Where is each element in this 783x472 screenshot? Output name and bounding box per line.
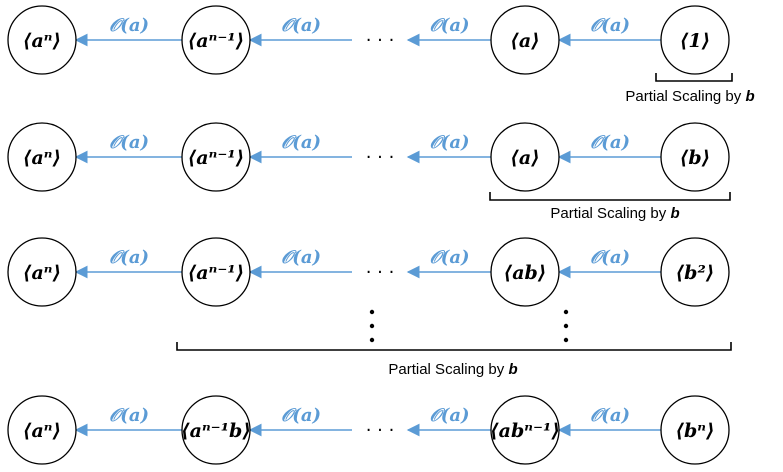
partial-scaling-var: b bbox=[670, 205, 679, 222]
vertical-dot bbox=[563, 323, 569, 329]
node-label: ⟨aⁿ⁻¹b⟩ bbox=[181, 420, 251, 442]
state-node: ⟨bⁿ⟩ bbox=[660, 395, 730, 465]
edge-label: 𝒪(a) bbox=[429, 405, 469, 426]
node-circle bbox=[181, 5, 251, 75]
edge-label: 𝒪(a) bbox=[590, 132, 630, 153]
node-label: ⟨1⟩ bbox=[680, 30, 711, 52]
node-label: ⟨a⟩ bbox=[510, 30, 540, 52]
node-circle bbox=[660, 5, 730, 75]
edge-label: 𝒪(a) bbox=[109, 405, 149, 426]
partial-scaling-label: Partial Scaling by b bbox=[388, 361, 517, 378]
edge-label: 𝒪(a) bbox=[429, 247, 469, 268]
edge-label: 𝒪(a) bbox=[109, 132, 149, 153]
state-node: ⟨b²⟩ bbox=[660, 237, 730, 307]
state-node: ⟨b⟩ bbox=[660, 122, 730, 192]
vertical-ellipsis bbox=[369, 309, 375, 343]
vertical-ellipsis bbox=[563, 309, 569, 343]
diagram-row: 𝒪(a) 𝒪(a) 𝒪(a) 𝒪(a) · · · ⟨aⁿ⟩ ⟨aⁿ⁻¹⟩ ⟨a⟩ ⟨b⟩ bbox=[7, 122, 730, 192]
node-circle bbox=[660, 122, 730, 192]
state-node: ⟨aⁿ⟩ bbox=[7, 122, 77, 192]
edge-label: 𝒪(a) bbox=[590, 405, 630, 426]
node-circle bbox=[490, 122, 560, 192]
state-node: ⟨1⟩ bbox=[660, 5, 730, 75]
node-label: ⟨aⁿ⟩ bbox=[23, 147, 61, 169]
rows-layer: 𝒪(a)𝒪(a)𝒪(a)𝒪(a)· · ·⟨aⁿ⟩⟨aⁿ⁻¹⟩⟨a⟩⟨1⟩𝒪(a… bbox=[7, 5, 730, 465]
state-node: ⟨a⟩ bbox=[490, 5, 560, 75]
state-node: ⟨aⁿ⁻¹⟩ bbox=[181, 122, 251, 192]
node-circle bbox=[181, 237, 251, 307]
node-label: ⟨abⁿ⁻¹⟩ bbox=[490, 420, 560, 442]
edge-label: 𝒪(a) bbox=[281, 405, 321, 426]
node-label: ⟨aⁿ⁻¹⟩ bbox=[188, 147, 245, 169]
state-node: ⟨abⁿ⁻¹⟩ bbox=[490, 395, 560, 465]
ellipsis: · · · bbox=[366, 262, 395, 283]
node-label: ⟨bⁿ⟩ bbox=[675, 420, 714, 442]
node-circle bbox=[490, 395, 560, 465]
node-circle bbox=[7, 122, 77, 192]
node-label: ⟨aⁿ⟩ bbox=[23, 30, 61, 52]
state-node: ⟨aⁿ⁻¹⟩ bbox=[181, 237, 251, 307]
partial-scaling-text: Partial Scaling by bbox=[625, 88, 745, 105]
vertical-dot bbox=[369, 323, 375, 329]
vertical-dot bbox=[563, 337, 569, 343]
partial-scaling-bracket: Partial Scaling by b bbox=[489, 192, 731, 222]
node-circle bbox=[7, 395, 77, 465]
edge-label: 𝒪(a) bbox=[429, 132, 469, 153]
node-circle bbox=[660, 237, 730, 307]
node-circle bbox=[181, 395, 251, 465]
node-circle bbox=[490, 5, 560, 75]
ellipsis: · · · bbox=[366, 147, 395, 168]
vertical-dot bbox=[369, 309, 375, 315]
partial-scaling-bracket: Partial Scaling by b bbox=[625, 73, 755, 105]
partial-scaling-bracket: Partial Scaling by b bbox=[176, 342, 732, 378]
diagram-row: 𝒪(a) 𝒪(a) 𝒪(a) 𝒪(a) · · · ⟨aⁿ⟩ ⟨aⁿ⁻¹⟩ ⟨a⟩ ⟨1⟩ bbox=[7, 5, 730, 75]
partial-scaling-var: b bbox=[745, 88, 754, 105]
edge-label: 𝒪(a) bbox=[590, 15, 630, 36]
edge-label: 𝒪(a) bbox=[281, 15, 321, 36]
partial-scaling-label: Partial Scaling by b bbox=[625, 88, 754, 105]
node-circle bbox=[660, 395, 730, 465]
bracket-line bbox=[655, 73, 733, 82]
edge-label: 𝒪(a) bbox=[590, 247, 630, 268]
partial-scaling-var: b bbox=[508, 361, 517, 378]
node-label: ⟨aⁿ⟩ bbox=[23, 420, 61, 442]
diagram-row: 𝒪(a) 𝒪(a) 𝒪(a) 𝒪(a) · · · ⟨aⁿ⟩ ⟨aⁿ⁻¹⟩ ⟨ab⟩ ⟨b²⟩ bbox=[7, 237, 730, 307]
partial-scaling-text: Partial Scaling by bbox=[388, 361, 508, 378]
node-label: ⟨aⁿ⁻¹⟩ bbox=[188, 262, 245, 284]
vertical-dot bbox=[563, 309, 569, 315]
node-label: ⟨aⁿ⁻¹⟩ bbox=[188, 30, 245, 52]
state-node: ⟨aⁿ⟩ bbox=[7, 237, 77, 307]
node-label: ⟨a⟩ bbox=[510, 147, 540, 169]
node-label: ⟨aⁿ⟩ bbox=[23, 262, 61, 284]
state-node: ⟨aⁿ⟩ bbox=[7, 5, 77, 75]
partial-scaling-text: Partial Scaling by bbox=[550, 205, 670, 222]
state-node: ⟨ab⟩ bbox=[490, 237, 560, 307]
vertical-dot bbox=[369, 337, 375, 343]
diagram-row: 𝒪(a) 𝒪(a) 𝒪(a) 𝒪(a) · · · ⟨aⁿ⟩ ⟨aⁿ⁻¹b⟩ ⟨abⁿ⁻¹⟩ ⟨… bbox=[7, 395, 730, 465]
state-node: ⟨aⁿ⁻¹b⟩ bbox=[181, 395, 251, 465]
edge-label: 𝒪(a) bbox=[281, 247, 321, 268]
node-circle bbox=[7, 237, 77, 307]
node-circle bbox=[490, 237, 560, 307]
edge-label: 𝒪(a) bbox=[109, 247, 149, 268]
node-circle bbox=[181, 122, 251, 192]
node-label: ⟨b⟩ bbox=[680, 147, 711, 169]
state-node: ⟨aⁿ⁻¹⟩ bbox=[181, 5, 251, 75]
ellipsis: · · · bbox=[366, 30, 395, 51]
edge-label: 𝒪(a) bbox=[109, 15, 149, 36]
edge-label: 𝒪(a) bbox=[429, 15, 469, 36]
bracket-line bbox=[489, 192, 731, 201]
node-circle bbox=[7, 5, 77, 75]
edge-label: 𝒪(a) bbox=[281, 132, 321, 153]
ellipsis: · · · bbox=[366, 420, 395, 441]
state-node: ⟨aⁿ⟩ bbox=[7, 395, 77, 465]
node-label: ⟨ab⟩ bbox=[504, 262, 547, 284]
state-node: ⟨a⟩ bbox=[490, 122, 560, 192]
partial-scaling-label: Partial Scaling by b bbox=[550, 205, 679, 222]
bracket-line bbox=[176, 342, 732, 351]
node-label: ⟨b²⟩ bbox=[676, 262, 715, 284]
